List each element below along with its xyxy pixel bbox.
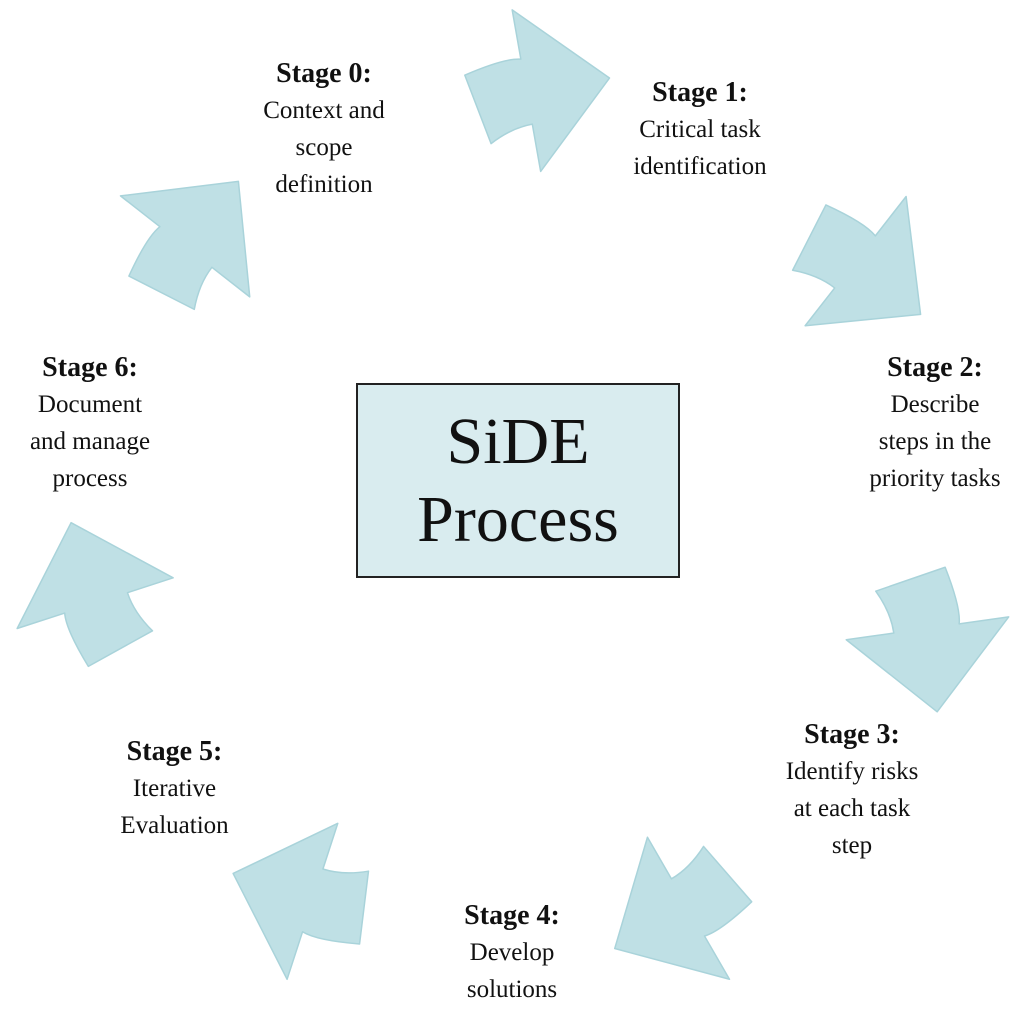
stage-1-label: Stage 1: Critical task identification xyxy=(600,75,800,185)
arrow-stage0-to-stage1 xyxy=(464,9,611,173)
stage-2-description: Describe steps in the priority tasks xyxy=(869,391,1001,492)
stage-2-label: Stage 2: Describe steps in the priority … xyxy=(850,350,1020,497)
stage-5-description: Iterative Evaluation xyxy=(120,775,229,839)
arrow-stage3-to-stage4 xyxy=(613,836,753,981)
stage-4-title: Stage 4: xyxy=(464,900,560,931)
arrow-stage2-to-stage3 xyxy=(845,566,1010,713)
stage-0-title: Stage 0: xyxy=(276,58,372,89)
stage-3-title: Stage 3: xyxy=(804,719,900,750)
arrow-stage5-to-stage6 xyxy=(16,521,174,668)
center-box: SiDE Process xyxy=(356,383,680,578)
stage-0-description: Context and scope definition xyxy=(263,97,385,198)
stage-2-title: Stage 2: xyxy=(887,352,983,383)
arrow-stage6-to-stage0 xyxy=(119,180,251,311)
stage-3-description: Identify risks at each task step xyxy=(785,758,919,859)
stage-5-title: Stage 5: xyxy=(126,736,223,767)
stage-1-title: Stage 1: xyxy=(652,77,748,108)
stage-6-label: Stage 6: Document and manage process xyxy=(12,350,168,497)
stage-4-description: Develop solutions xyxy=(466,939,558,1003)
stage-6-description: Document and manage process xyxy=(29,391,151,492)
arrow-stage4-to-stage5 xyxy=(232,822,370,981)
stage-0-label: Stage 0: Context and scope definition xyxy=(234,56,414,203)
stage-1-description: Critical task identification xyxy=(633,116,767,180)
stage-5-label: Stage 5: Iterative Evaluation xyxy=(92,734,257,844)
arrow-stage1-to-stage2 xyxy=(791,195,922,327)
stage-6-title: Stage 6: xyxy=(42,352,138,383)
center-title: SiDE Process xyxy=(417,404,619,556)
stage-3-label: Stage 3: Identify risks at each task ste… xyxy=(762,717,942,864)
stage-4-label: Stage 4: Develop solutions xyxy=(432,898,592,1008)
